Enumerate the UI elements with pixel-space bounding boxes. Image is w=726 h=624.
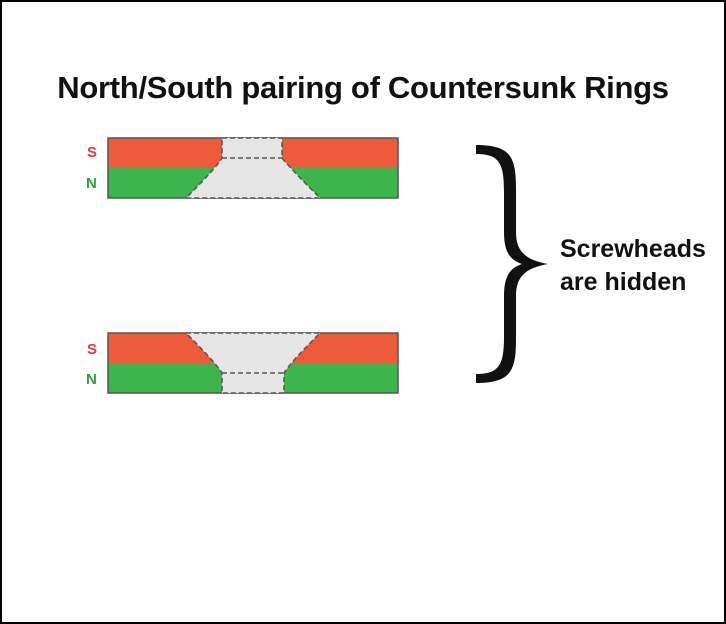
ring-2-south-label: S: [87, 341, 98, 358]
ring-2-north-label: N: [86, 371, 97, 388]
ring-1-south-label: S: [87, 144, 98, 161]
callout-line-1: Screwheads: [560, 235, 706, 263]
ring-2-countersunk-hole: [184, 332, 322, 394]
page-title: North/South pairing of Countersunk Rings: [57, 70, 669, 105]
right-curly-brace-icon: [476, 145, 548, 383]
ring-1: [107, 137, 399, 199]
ring-2: [107, 332, 399, 394]
ring-1-countersunk-hole: [184, 137, 322, 199]
ring-1-north-label: N: [86, 175, 97, 192]
callout-line-2: are hidden: [560, 268, 687, 296]
screwheads-callout: Screwheads are hidden: [560, 233, 706, 299]
